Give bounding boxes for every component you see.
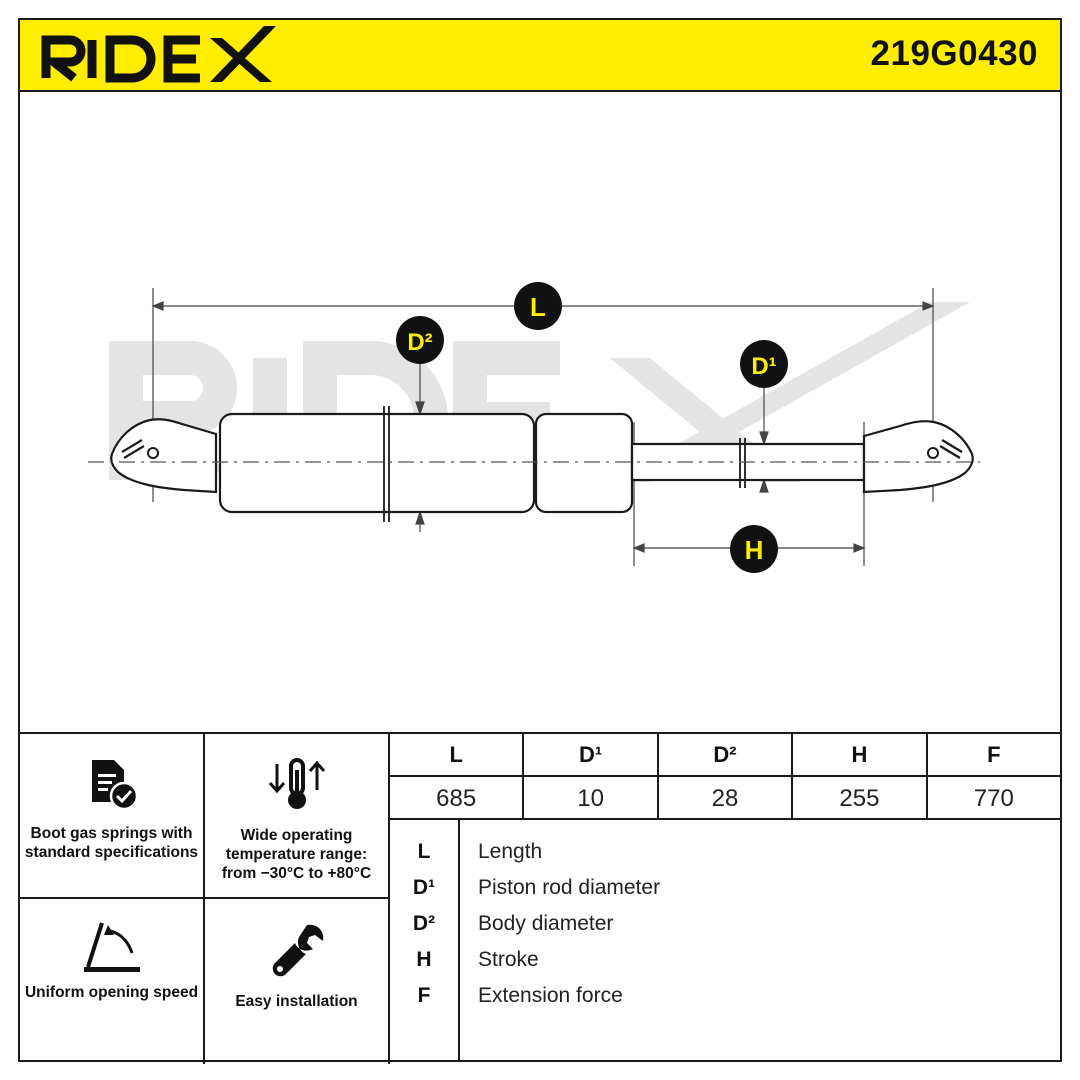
spec-header-cell: F bbox=[987, 741, 1001, 767]
legend: L Length D¹ Piston rod diameter D² Body … bbox=[390, 820, 1060, 1062]
feature-standard-specs: Boot gas springs with standard specifica… bbox=[20, 734, 205, 899]
feature-temperature-range: Wide operating temperature range: from −… bbox=[205, 734, 390, 899]
feature-temperature-range-label: Wide operating temperature range: from −… bbox=[221, 827, 372, 882]
callout-body-diameter-label: D² bbox=[407, 329, 432, 356]
legend-desc: Piston rod diameter bbox=[478, 876, 661, 899]
legend-key: D² bbox=[412, 912, 436, 935]
callout-rod-diameter: D¹ bbox=[740, 340, 788, 388]
legend-key: L bbox=[417, 840, 431, 863]
product-sheet: 219G0430 bbox=[18, 18, 1062, 1064]
feature-standard-specs-label: Boot gas springs with standard specifica… bbox=[24, 825, 199, 861]
features-grid: Boot gas springs with standard specifica… bbox=[20, 732, 390, 1064]
legend-key: F bbox=[417, 984, 431, 1007]
callout-length: L bbox=[514, 282, 562, 330]
spec-table: L D¹ D² H F 685 10 28 255 770 bbox=[390, 732, 1060, 820]
legend-row: H Stroke bbox=[390, 942, 1060, 978]
callout-length-label: L bbox=[530, 292, 546, 322]
callout-rod-diameter-label: D¹ bbox=[751, 353, 776, 380]
spec-value-cell: 10 bbox=[524, 777, 659, 820]
legend-row: L Length bbox=[390, 834, 1060, 870]
legend-row: F Extension force bbox=[390, 978, 1060, 1014]
spec-header-cell: L bbox=[390, 734, 525, 775]
callout-body-diameter: D² bbox=[396, 316, 444, 364]
legend-row: D¹ Piston rod diameter bbox=[390, 870, 1060, 906]
spec-table-values: 685 10 28 255 770 bbox=[390, 777, 1060, 820]
legend-desc: Body diameter bbox=[478, 912, 614, 935]
thermometer-arrows-icon bbox=[205, 756, 388, 812]
wrench-icon bbox=[205, 921, 388, 981]
feature-easy-installation: Easy installation bbox=[205, 899, 390, 1064]
gas-spring-diagram: L D² D¹ H bbox=[88, 282, 980, 573]
technical-drawing: L D² D¹ H bbox=[20, 92, 1060, 732]
part-number: 219G0430 bbox=[870, 34, 1038, 73]
legend-desc: Stroke bbox=[478, 948, 539, 971]
spec-header-cell: D² bbox=[659, 734, 794, 775]
spec-value-cell: 255 bbox=[793, 777, 928, 820]
feature-easy-installation-label: Easy installation bbox=[235, 993, 358, 1010]
spec-value-cell: 28 bbox=[659, 777, 794, 820]
legend-desc: Length bbox=[478, 840, 543, 863]
opening-angle-icon bbox=[20, 917, 203, 977]
legend-row: D² Body diameter bbox=[390, 906, 1060, 942]
legend-desc: Extension force bbox=[478, 984, 623, 1007]
feature-uniform-speed-label: Uniform opening speed bbox=[24, 984, 199, 1001]
callout-stroke-label: H bbox=[745, 535, 764, 565]
spec-table-header: L D¹ D² H F bbox=[390, 734, 1060, 777]
document-check-icon bbox=[20, 756, 203, 812]
ridex-logo bbox=[41, 26, 276, 83]
header-bar: 219G0430 bbox=[20, 20, 1060, 92]
legend-key: D¹ bbox=[412, 876, 436, 899]
legend-divider bbox=[458, 820, 460, 1062]
callout-stroke: H bbox=[730, 525, 778, 573]
gas-spring bbox=[110, 412, 974, 514]
legend-key: H bbox=[416, 948, 432, 971]
spec-value-cell: 685 bbox=[390, 777, 525, 820]
spec-header-cell: H bbox=[793, 734, 928, 775]
spec-header-cell: D¹ bbox=[524, 734, 659, 775]
spec-value-cell: 770 bbox=[973, 784, 1014, 812]
feature-uniform-speed: Uniform opening speed bbox=[20, 899, 205, 1064]
